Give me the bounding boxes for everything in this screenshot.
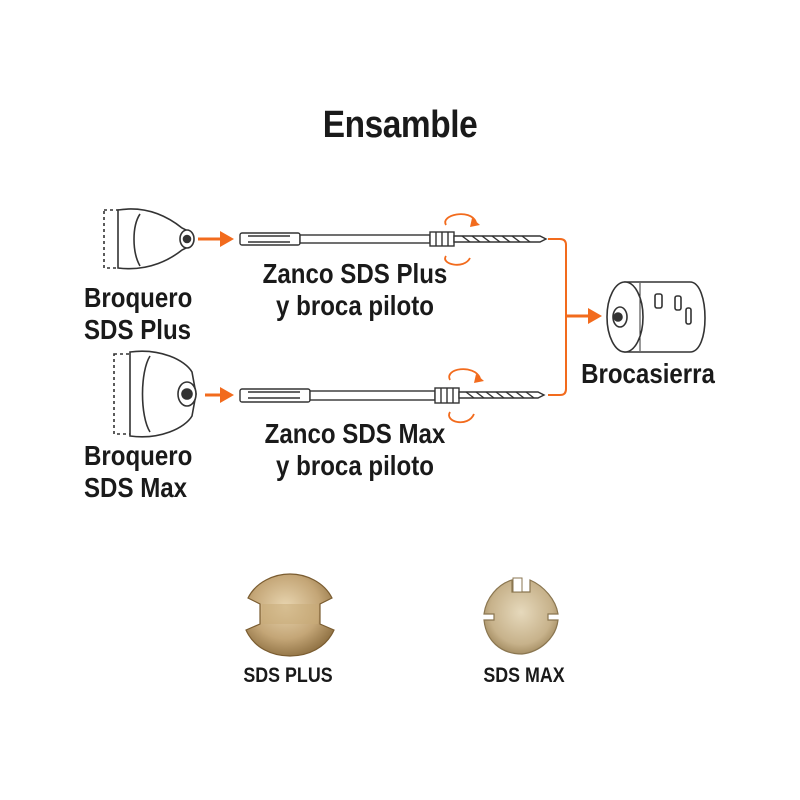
shank-max-label-line1: Zanco SDS Max — [264, 418, 446, 449]
shank-plus-label-line1: Zanco SDS Plus — [262, 258, 448, 289]
holesaw-icon — [606, 281, 706, 353]
chuck-max-label-line1: Broquero — [84, 440, 193, 471]
arrow-chuck-to-shank-max-icon — [205, 387, 234, 403]
sds-plus-chuck-icon — [103, 208, 195, 270]
sds-max-shank-icon — [239, 387, 546, 404]
chuck-plus-label-line1: Broquero — [84, 282, 193, 313]
sds-plus-profile-label: SDS PLUS — [243, 664, 333, 687]
chuck-plus-label-line2: SDS Plus — [84, 314, 192, 345]
sds-max-profile-icon — [483, 577, 559, 655]
sds-plus-profile-icon — [245, 573, 335, 657]
page-title: Ensamble — [322, 104, 478, 146]
chuck-plus-label: Broquero SDS Plus — [84, 282, 192, 346]
arrow-chuck-to-shank-plus-icon — [198, 231, 234, 247]
shank-max-label-line2: y broca piloto — [276, 450, 434, 481]
sds-max-profile-label: SDS MAX — [483, 664, 565, 687]
shank-max-label: Zanco SDS Max y broca piloto — [243, 418, 467, 482]
shank-plus-label-line2: y broca piloto — [276, 290, 434, 321]
sds-max-chuck-icon — [113, 350, 197, 438]
connector-bracket — [548, 238, 602, 396]
chuck-max-label: Broquero SDS Max — [84, 440, 192, 504]
chuck-max-label-line2: SDS Max — [84, 472, 188, 503]
rotation-arrow-max-icon — [448, 368, 484, 424]
holesaw-label: Brocasierra — [581, 358, 715, 389]
rotation-arrow-plus-icon — [444, 213, 480, 266]
sds-plus-shank-icon — [239, 231, 548, 247]
shank-plus-label: Zanco SDS Plus y broca piloto — [252, 258, 458, 322]
